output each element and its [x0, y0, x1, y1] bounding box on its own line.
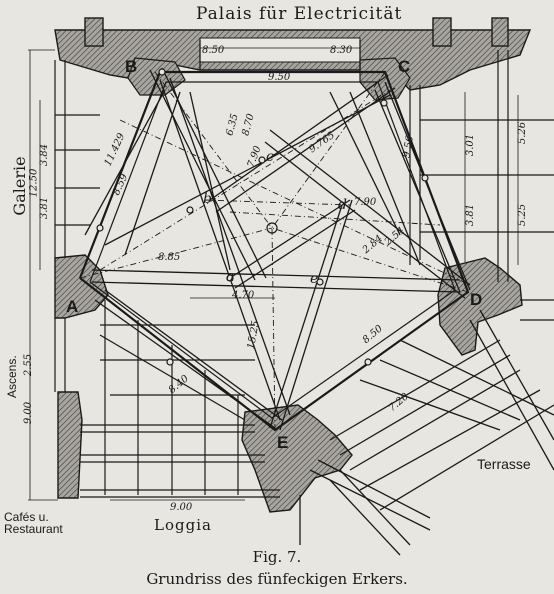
terrasse-label: Terrasse: [477, 456, 531, 472]
terrasse-beams: [299, 309, 554, 556]
point-a: a: [226, 269, 235, 285]
top-wall-opening: [199, 37, 361, 63]
point-e: e: [310, 271, 319, 287]
corner-a: A: [66, 297, 79, 316]
dim-850: 8.50: [202, 45, 225, 56]
loggia-label: Loggia: [154, 516, 212, 534]
dim-470: 4.70: [232, 290, 255, 301]
corner-b: B: [125, 57, 138, 76]
dim-790b: 7.90: [354, 197, 377, 208]
dim-301: 3.01: [465, 133, 477, 157]
figure-number: Fig. 7.: [252, 548, 302, 566]
construction-lines: [79, 71, 471, 431]
dimension-lines: [28, 47, 519, 501]
point-c: c: [266, 149, 274, 165]
point-b: b: [203, 191, 212, 207]
center-point: [266, 222, 278, 234]
dim-526: 5.26: [517, 121, 529, 145]
dim-525: 5.25: [517, 203, 529, 227]
dim-255: 2.55: [23, 353, 35, 377]
pier-e: [241, 404, 353, 513]
dim-900v: 9.00: [23, 401, 35, 425]
corner-d: D: [470, 290, 483, 309]
dim-381a: 3.81: [39, 196, 51, 220]
palais-label: Palais für Electricität: [196, 4, 403, 24]
dim-1250: 12.50: [28, 168, 40, 198]
dim-830: 8.30: [330, 45, 353, 56]
galerie-label: Galerie: [10, 156, 29, 216]
figure-caption: Grundriss des fünfeckigen Erkers.: [146, 570, 408, 588]
cafes-line1: Cafés u.: [4, 510, 49, 524]
right-structure: [409, 50, 554, 321]
nodes: [96, 68, 429, 366]
cafes-line2: Restaurant: [4, 522, 63, 536]
loggia-grid: [80, 300, 280, 498]
cafes-restaurant-label: Cafés u. Restaurant: [4, 511, 63, 535]
point-d: d: [338, 197, 347, 213]
dim-950: 9.50: [268, 72, 291, 83]
corner-c: C: [398, 57, 411, 76]
dim-381b: 3.81: [465, 203, 477, 227]
trusses: [84, 40, 471, 431]
left-lower-wall: [57, 391, 83, 499]
pier-a: [54, 254, 109, 319]
corner-e: E: [277, 433, 289, 452]
dim-900h: 9.00: [170, 502, 193, 513]
ascens-label: Ascens.: [5, 355, 19, 398]
left-structure: [54, 60, 100, 392]
dim-384: 3.84: [39, 143, 51, 167]
dim-885: 8.85: [158, 252, 181, 263]
